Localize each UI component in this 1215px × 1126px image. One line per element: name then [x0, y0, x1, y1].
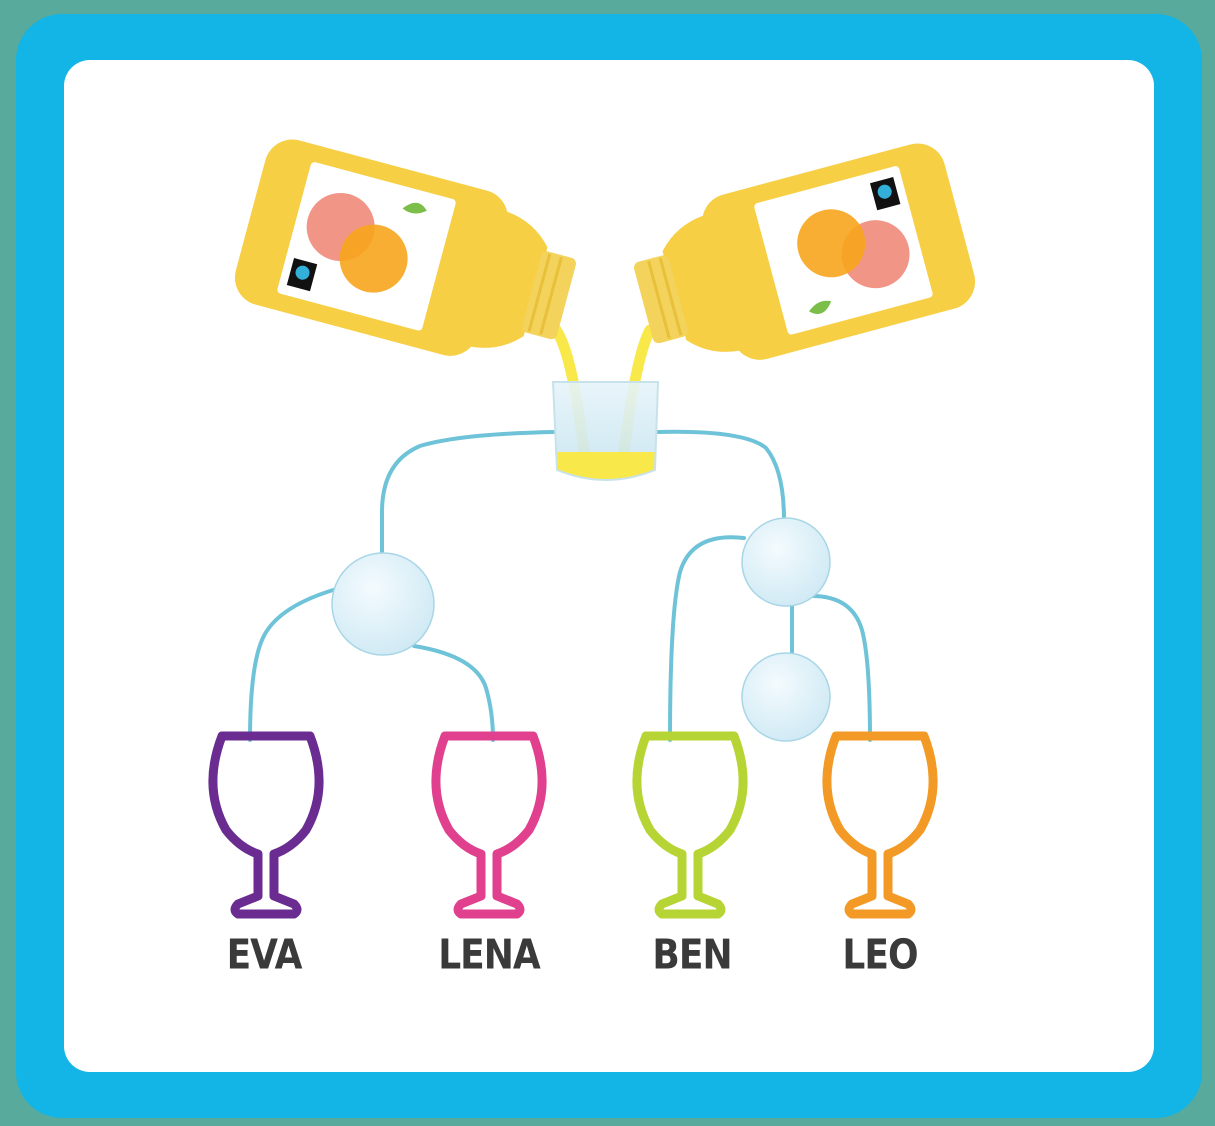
name-label-lena: LENA [409, 932, 569, 979]
name-label-eva: EVA [184, 932, 344, 979]
splitter-node-left [332, 553, 434, 655]
mixing-cup [553, 382, 658, 480]
name-label-ben: BEN [612, 932, 772, 979]
splitter-node-right [742, 518, 830, 606]
name-label-leo: LEO [800, 932, 960, 979]
white-panel [64, 60, 1154, 1072]
splitter-node-lower [742, 653, 830, 741]
